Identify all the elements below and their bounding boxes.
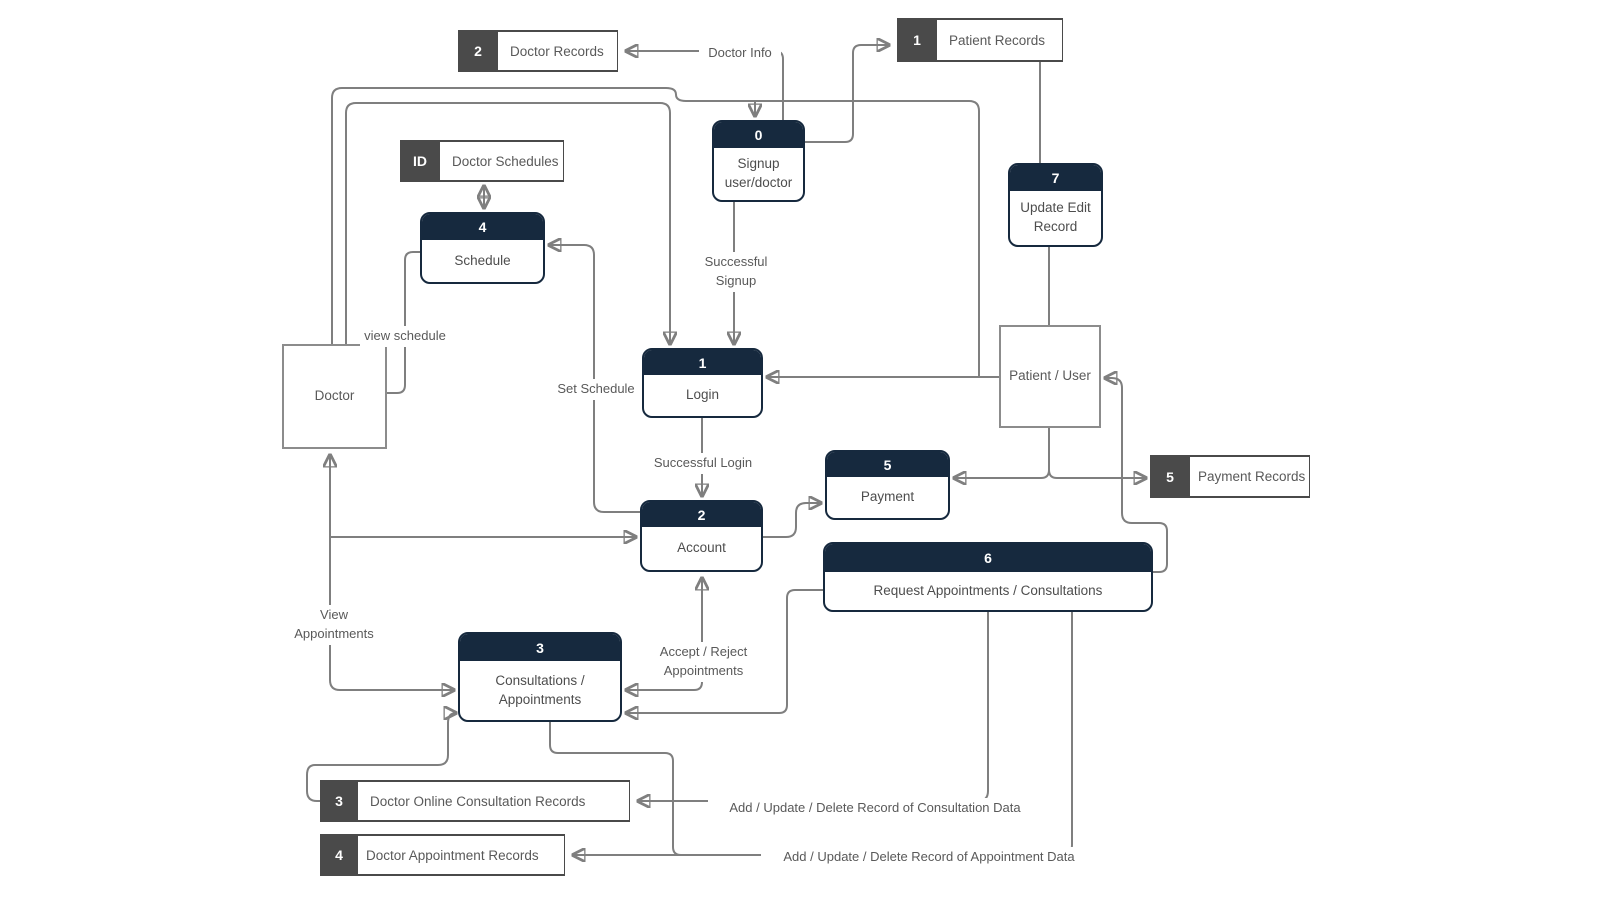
flow-label-successful-signup: Successful Signup xyxy=(697,252,775,292)
flow-request-to-consultations xyxy=(626,589,823,713)
process-signup-label: Signup user/doctor xyxy=(724,156,793,190)
store-doctor-online-consultation-records[interactable]: 3 Doctor Online Consultation Records xyxy=(320,780,630,822)
entity-doctor[interactable]: Doctor xyxy=(282,344,387,449)
process-request-appointments[interactable]: 6 Request Appointments / Consultations xyxy=(823,542,1153,612)
flow-doctor-outer-loop xyxy=(331,87,980,377)
flow-patient-user-to-payment xyxy=(954,428,1050,478)
flow-set-schedule xyxy=(549,245,640,513)
store-doctor-appointment-records-label: Doctor Appointment Records xyxy=(358,834,565,876)
flow-doctor-inner-to-login xyxy=(345,102,670,344)
flow-label-view-appointments: View Appointments xyxy=(283,605,385,645)
flow-label-add-update-delete-consultation: Add / Update / Delete Record of Consulta… xyxy=(708,798,1042,819)
flow-store3-to-consultations xyxy=(306,713,456,802)
store-patient-records-label: Patient Records xyxy=(937,18,1063,62)
store-doctor-records-number: 2 xyxy=(458,30,498,72)
store-patient-records[interactable]: 1 Patient Records xyxy=(897,18,1063,62)
process-update-edit-record[interactable]: 7 Update Edit Record xyxy=(1008,163,1103,247)
store-doctor-online-consultation-records-label: Doctor Online Consultation Records xyxy=(358,780,630,822)
store-doctor-records-label: Doctor Records xyxy=(498,30,618,72)
process-schedule-number: 4 xyxy=(422,214,543,240)
store-doctor-schedules-number: ID xyxy=(400,140,440,182)
process-login-label: Login xyxy=(685,387,720,403)
process-consultations-label: Consultations / Appointments xyxy=(495,672,585,707)
flow-label-set-schedule: Set Schedule xyxy=(551,379,641,400)
store-doctor-appointment-records[interactable]: 4 Doctor Appointment Records xyxy=(320,834,565,876)
flow-request-to-patient-user xyxy=(1105,378,1168,573)
store-patient-records-number: 1 xyxy=(897,18,937,62)
flow-accept-reject xyxy=(626,578,702,690)
process-signup-number: 0 xyxy=(714,122,803,148)
process-request-appointments-label: Request Appointments / Consultations xyxy=(873,582,1103,598)
process-schedule-label: Schedule xyxy=(454,252,511,268)
store-doctor-online-consultation-records-number: 3 xyxy=(320,780,358,822)
flow-patient-user-to-payment-records xyxy=(1048,469,1146,478)
process-consultations[interactable]: 3 Consultations / Appointments xyxy=(458,632,622,722)
process-payment[interactable]: 5 Payment xyxy=(825,450,950,520)
flow-label-doctor-info: Doctor Info xyxy=(699,43,781,64)
store-payment-records-number: 5 xyxy=(1150,455,1190,498)
flow-view-appointments xyxy=(330,455,454,690)
flow-consultations-down xyxy=(549,722,682,856)
process-signup[interactable]: 0 Signup user/doctor xyxy=(712,120,805,202)
entity-patient-user-label: Patient / User xyxy=(1009,368,1091,384)
process-schedule[interactable]: 4 Schedule xyxy=(420,212,545,284)
flow-label-view-schedule: view schedule xyxy=(360,326,450,347)
store-doctor-schedules[interactable]: ID Doctor Schedules xyxy=(400,140,564,182)
process-update-edit-record-number: 7 xyxy=(1010,165,1101,191)
process-payment-label: Payment xyxy=(860,489,915,505)
process-update-edit-record-label: Update Edit Record xyxy=(1020,200,1091,234)
store-payment-records-label: Payment Records xyxy=(1190,455,1311,498)
store-doctor-records[interactable]: 2 Doctor Records xyxy=(458,30,618,72)
process-account-number: 2 xyxy=(642,502,761,527)
flow-label-add-update-delete-appointment: Add / Update / Delete Record of Appointm… xyxy=(761,847,1097,868)
process-payment-number: 5 xyxy=(827,452,948,477)
flow-label-accept-reject-appointments: Accept / Reject Appointments xyxy=(646,642,761,682)
flow-consultation-data xyxy=(638,612,989,801)
flow-signup-to-patient-records xyxy=(805,45,889,143)
process-account[interactable]: 2 Account xyxy=(640,500,763,572)
store-doctor-appointment-records-number: 4 xyxy=(320,834,358,876)
process-consultations-number: 3 xyxy=(460,634,620,661)
flow-view-schedule xyxy=(387,251,420,394)
process-request-appointments-number: 6 xyxy=(825,544,1151,572)
entity-patient-user[interactable]: Patient / User xyxy=(999,325,1101,428)
process-account-label: Account xyxy=(677,540,726,556)
process-login-number: 1 xyxy=(644,350,761,375)
process-login[interactable]: 1 Login xyxy=(642,348,763,418)
store-payment-records[interactable]: 5 Payment Records xyxy=(1150,455,1311,498)
flow-label-successful-login: Successful Login xyxy=(648,453,758,474)
flow-account-to-payment xyxy=(763,503,821,538)
entity-doctor-label: Doctor xyxy=(314,388,355,404)
store-doctor-schedules-label: Doctor Schedules xyxy=(440,140,564,182)
